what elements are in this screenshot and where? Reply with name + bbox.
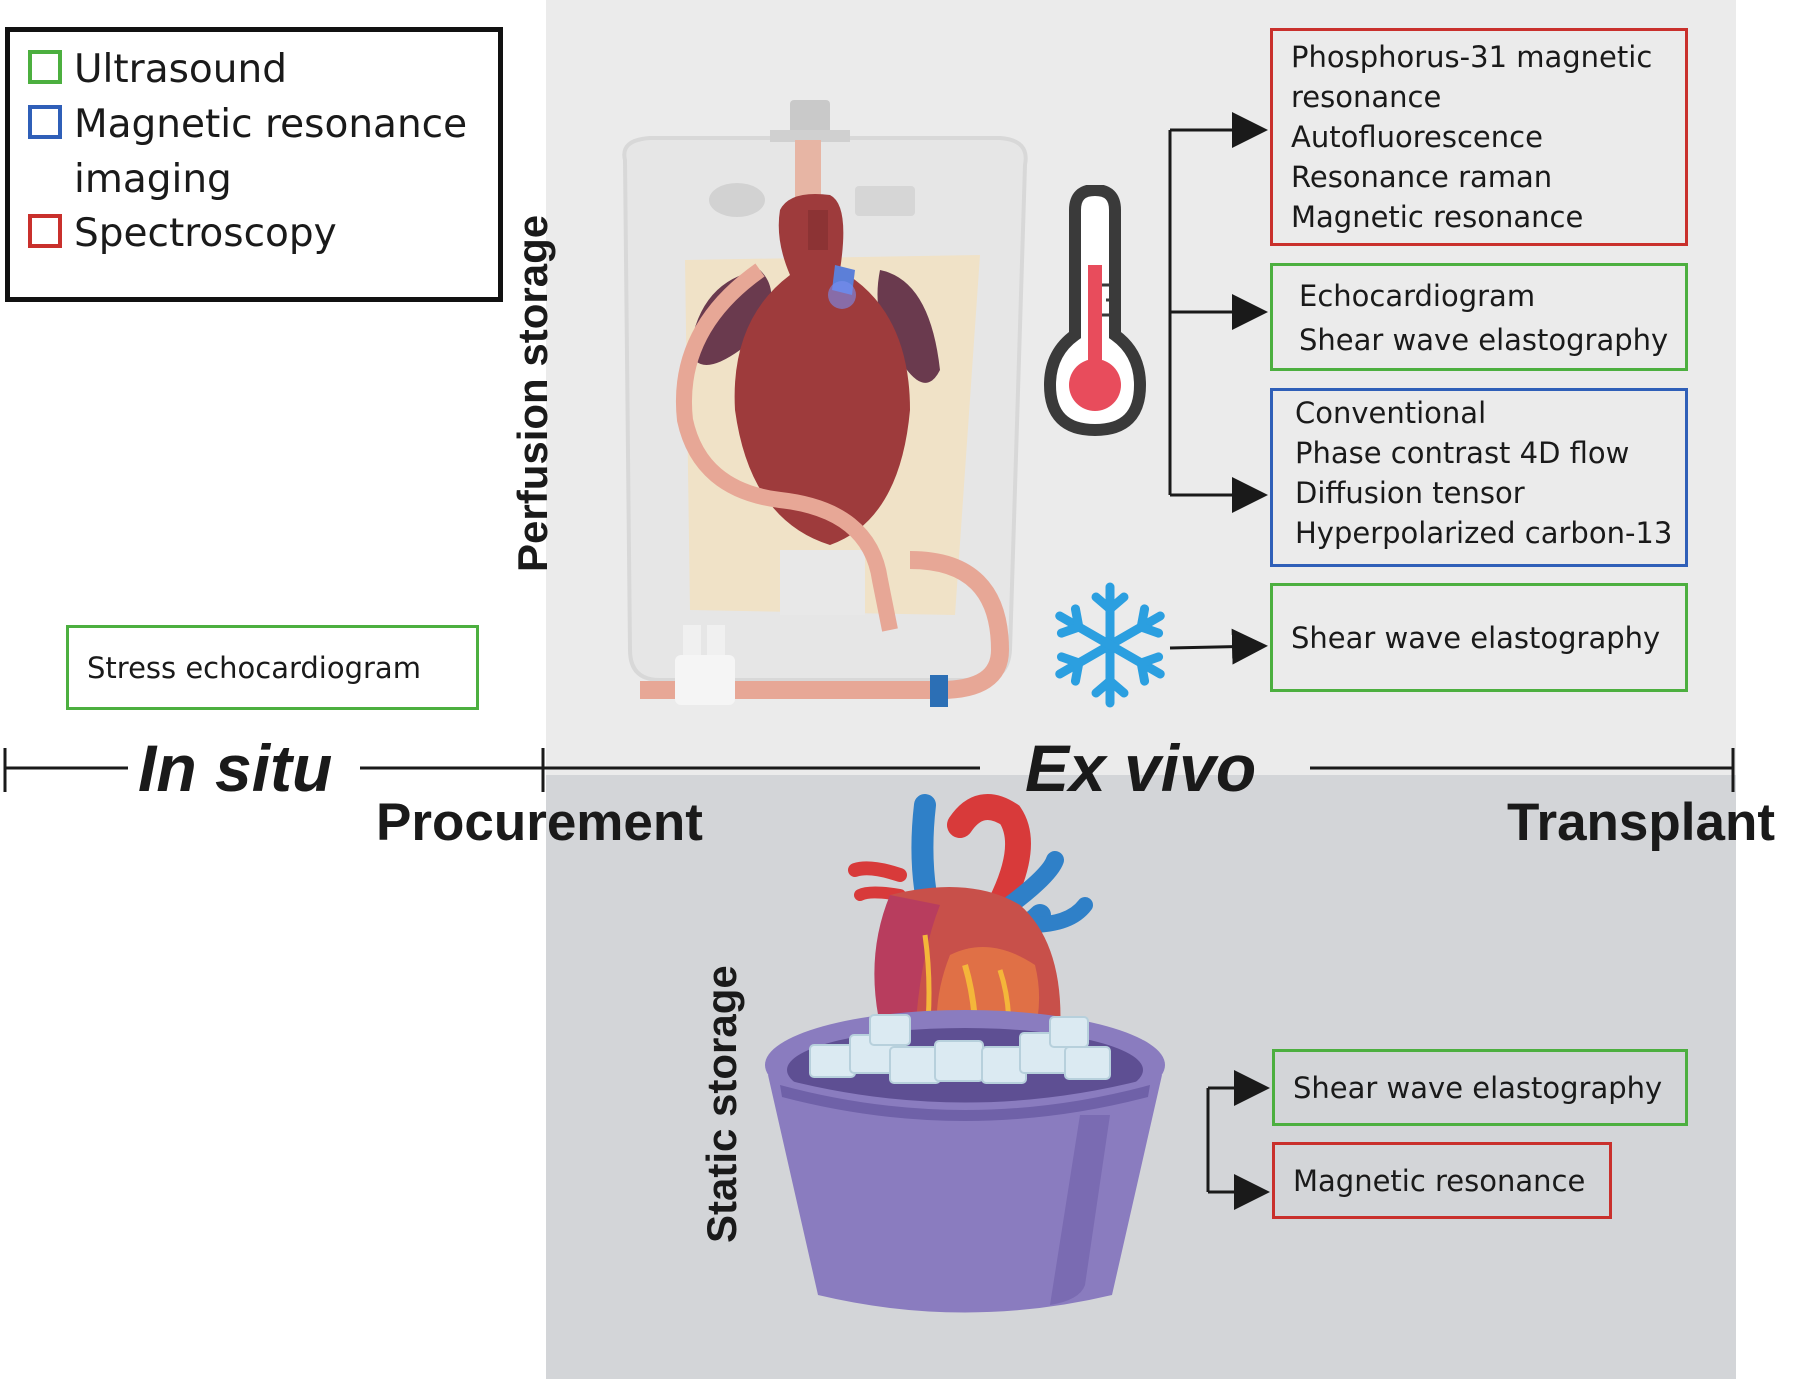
- legend-label-mri: Magnetic resonance imaging: [74, 102, 468, 202]
- static-ultrasound-box: Shear wave elastography: [1272, 1049, 1688, 1126]
- method-item: Magnetic resonance: [1291, 200, 1584, 234]
- method-item: Autofluorescence: [1291, 120, 1543, 154]
- method-item: Echocardiogram: [1299, 279, 1536, 313]
- hypothermic-ultrasound-box: Shear wave elastography: [1270, 583, 1688, 692]
- snowflake-icon: [1055, 582, 1165, 708]
- thermometer-icon: [1043, 185, 1147, 437]
- static-spectroscopy-box: Magnetic resonance: [1272, 1142, 1612, 1219]
- in-situ-label: In situ: [138, 731, 333, 805]
- method-item: Diffusion tensor: [1295, 476, 1525, 510]
- method-item: Hyperpolarized carbon-13: [1295, 516, 1673, 550]
- method-item: Phosphorus-31 magnetic: [1291, 40, 1653, 74]
- ex-vivo-label: Ex vivo: [1025, 731, 1257, 805]
- method-item: Shear wave elastography: [1299, 323, 1669, 357]
- heart-in-ice-bucket-illustration: [765, 794, 1165, 1313]
- legend-swatch-ultrasound: [28, 50, 62, 84]
- static-storage-label: Static storage: [698, 965, 745, 1243]
- legend-label-ultrasound: Ultrasound: [74, 47, 287, 92]
- legend-item-ultrasound: Ultrasound: [28, 42, 474, 97]
- method-item: Shear wave elastography: [1293, 1071, 1663, 1105]
- legend-swatch-mri: [28, 105, 62, 139]
- method-item: Phase contrast 4D flow: [1295, 436, 1630, 470]
- method-item: resonance: [1291, 80, 1442, 114]
- organ-perfusion-device-illustration: [622, 100, 1028, 707]
- legend: Ultrasound Magnetic resonance imaging Sp…: [5, 27, 503, 302]
- mri-methods-box: Conventional Phase contrast 4D flow Diff…: [1270, 388, 1688, 567]
- legend-item-spectroscopy: Spectroscopy: [28, 206, 474, 261]
- method-item: Shear wave elastography: [1291, 621, 1661, 655]
- method-item: Magnetic resonance: [1293, 1164, 1586, 1198]
- method-item: Resonance raman: [1291, 160, 1553, 194]
- ultrasound-methods-box: Echocardiogram Shear wave elastography: [1270, 263, 1688, 371]
- spectroscopy-methods-box: Phosphorus-31 magnetic resonance Autoflu…: [1270, 28, 1688, 246]
- legend-label-spectroscopy: Spectroscopy: [74, 211, 337, 256]
- transplant-label: Transplant: [1507, 793, 1776, 852]
- stress-echo-box: Stress echocardiogram: [66, 625, 479, 710]
- procurement-label: Procurement: [376, 793, 703, 852]
- method-item: Conventional: [1295, 396, 1487, 430]
- legend-swatch-spectroscopy: [28, 214, 62, 248]
- stress-echo-label: Stress echocardiogram: [87, 651, 421, 685]
- legend-item-mri: Magnetic resonance imaging: [28, 97, 474, 207]
